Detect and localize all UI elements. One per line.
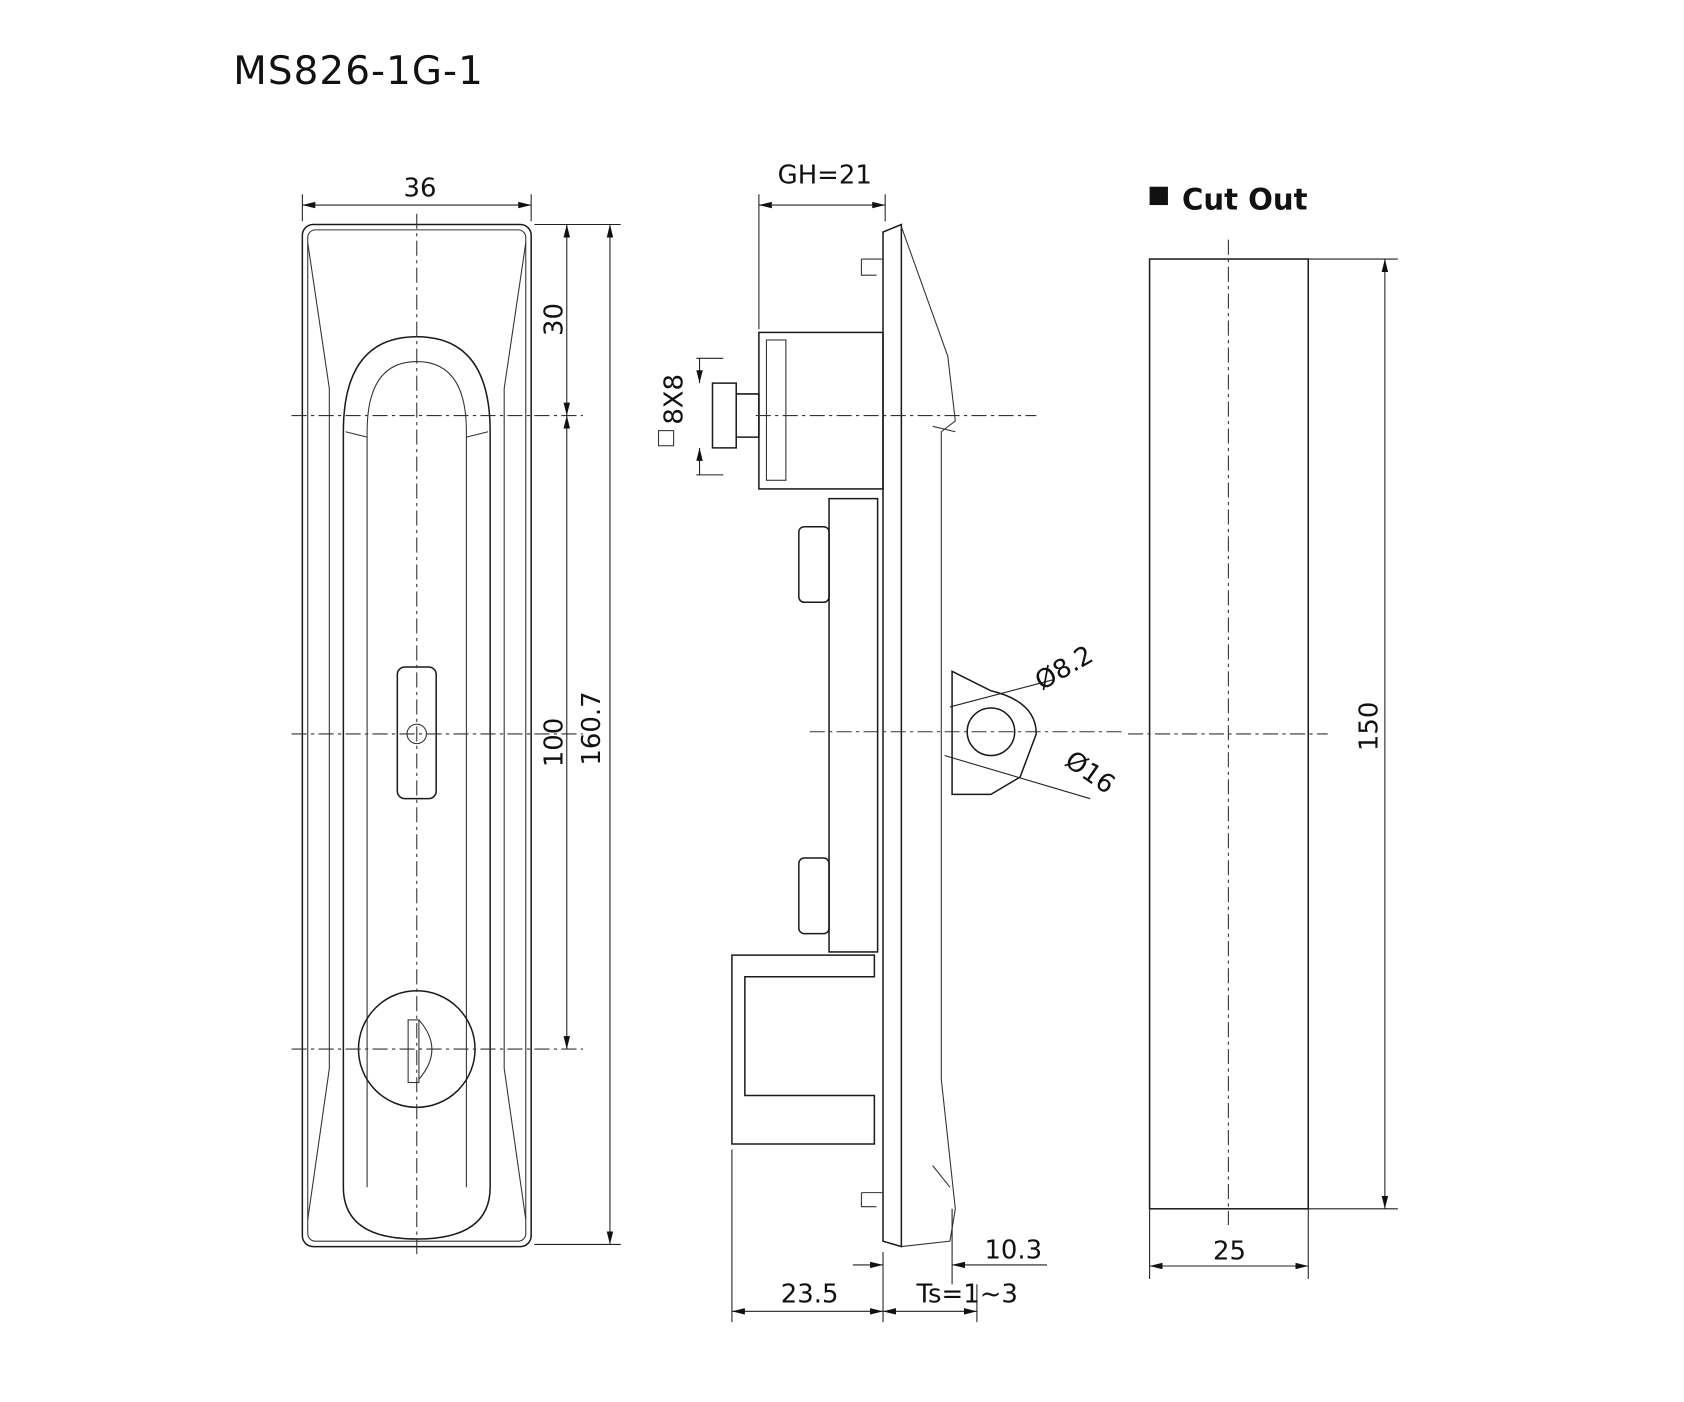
dim-10-3: 10.3 [984, 1235, 1042, 1265]
dim-30: 30 [539, 303, 569, 336]
cutout-square-icon [1149, 186, 1168, 206]
dim-hole-8-2: Ø8.2 [1030, 640, 1098, 697]
dim-cutout-150: 150 [1354, 702, 1384, 751]
side-view [657, 194, 1123, 1323]
dim-width-36: 36 [404, 173, 437, 203]
front-view [291, 194, 621, 1258]
dim-cutout-25: 25 [1213, 1237, 1246, 1267]
cutout-view [1128, 239, 1398, 1279]
dim-square-8x8: 8X8 [659, 374, 689, 425]
dim-23-5: 23.5 [781, 1280, 839, 1310]
dim-thickness: Ts=1~3 [916, 1280, 1018, 1310]
dim-160-7: 160.7 [577, 691, 607, 765]
dim-100: 100 [539, 718, 569, 767]
drawing-title: MS826-1G-1 [233, 49, 484, 94]
dim-grip-height: GH=21 [778, 160, 872, 190]
cutout-label: Cut Out [1182, 182, 1308, 216]
